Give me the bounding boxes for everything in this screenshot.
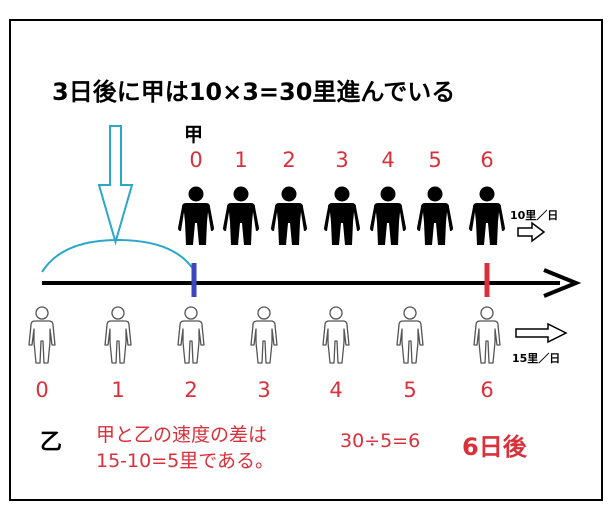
timeline-arrowhead bbox=[543, 268, 582, 298]
ko-person-icon-0 bbox=[178, 186, 214, 245]
ko-person-icon-4 bbox=[370, 186, 406, 245]
answer: 6日後 bbox=[462, 433, 527, 461]
ko-person-icon-6 bbox=[469, 186, 505, 245]
otsu-day-number: 6 bbox=[480, 378, 494, 402]
ko-day-number: 6 bbox=[480, 148, 494, 172]
ko-day-number: 1 bbox=[234, 148, 248, 172]
otsu-day-number: 3 bbox=[257, 378, 271, 402]
ko-direction-arrow-icon bbox=[517, 221, 546, 243]
otsu-person-icon-1 bbox=[104, 306, 132, 364]
ko-label: 甲 bbox=[184, 124, 204, 146]
heading: 3日後に甲は10×3=30里進んでいる bbox=[52, 78, 456, 106]
ko-person-icon-3 bbox=[324, 186, 360, 245]
speed-difference-note-line2: 15-10=5里である。 bbox=[96, 450, 275, 472]
outer-border bbox=[9, 19, 603, 501]
otsu-day-number: 4 bbox=[329, 378, 343, 402]
ko-person-icon-5 bbox=[417, 186, 453, 245]
otsu-day-number: 5 bbox=[403, 378, 417, 402]
otsu-direction-arrow-icon bbox=[515, 322, 568, 344]
otsu-label: 乙 bbox=[40, 430, 63, 455]
otsu-person-icon-4 bbox=[322, 306, 350, 364]
otsu-day-number: 2 bbox=[184, 378, 198, 402]
speed-difference-note-line1: 甲と乙の速度の差は bbox=[96, 424, 268, 446]
ko-speed-label: 10里／日 bbox=[510, 209, 559, 222]
ko-day-number: 0 bbox=[189, 148, 203, 172]
ko-day-number: 2 bbox=[282, 148, 296, 172]
otsu-speed-label: 15里／日 bbox=[512, 352, 561, 365]
calculation: 30÷5=6 bbox=[340, 430, 421, 452]
otsu-person-icon-0 bbox=[28, 306, 56, 364]
otsu-person-icon-6 bbox=[473, 306, 501, 364]
otsu-person-icon-2 bbox=[177, 306, 205, 364]
otsu-person-icon-5 bbox=[396, 306, 424, 364]
ko-day-number: 4 bbox=[381, 148, 395, 172]
ko-day-number: 5 bbox=[428, 148, 442, 172]
otsu-day-number: 1 bbox=[111, 378, 125, 402]
ko-person-icon-1 bbox=[223, 186, 259, 245]
otsu-day-number: 0 bbox=[35, 378, 49, 402]
hollow-down-arrow-icon bbox=[97, 125, 134, 246]
ko-day-number: 3 bbox=[335, 148, 349, 172]
otsu-person-icon-3 bbox=[250, 306, 278, 364]
three-day-arc bbox=[41, 238, 196, 273]
ko-person-icon-2 bbox=[271, 186, 307, 245]
